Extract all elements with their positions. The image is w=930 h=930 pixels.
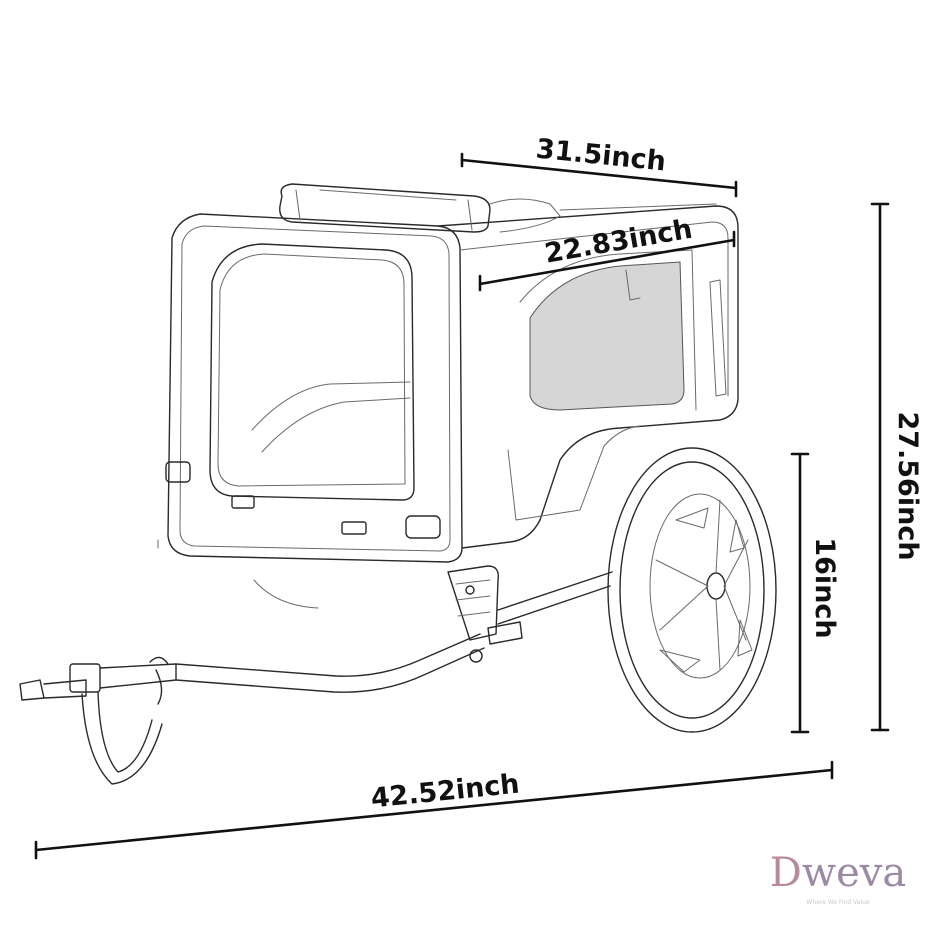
dimension-lines	[34, 152, 890, 860]
top-width-label: 31.5inch	[534, 134, 667, 178]
brand-name-rest: weva	[802, 850, 906, 896]
trailer-wheel	[607, 447, 777, 733]
brand-logo: Dweva Where We Find Value	[770, 850, 906, 906]
svg-text:Dweva: Dweva	[770, 850, 906, 896]
height-label: 27.56inch	[892, 411, 923, 560]
wheel-height-label: 16inch	[809, 537, 840, 638]
brand-initial: D	[770, 850, 802, 896]
bike-trailer-illustration	[19, 183, 777, 785]
brand-tagline: Where We Find Value	[806, 899, 870, 906]
